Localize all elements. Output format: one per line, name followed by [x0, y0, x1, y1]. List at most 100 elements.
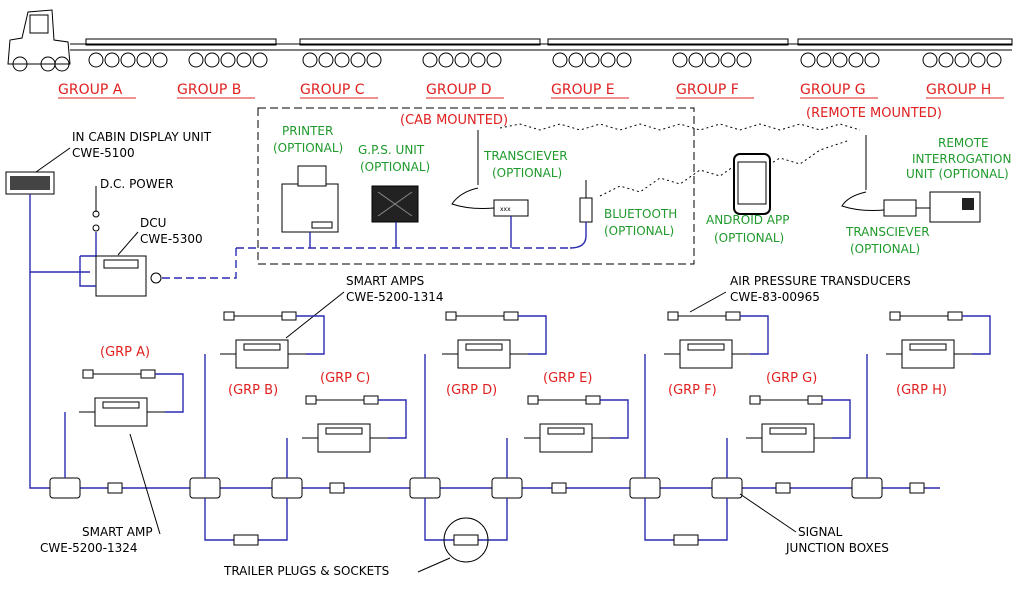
remote-label-1: REMOTE: [938, 136, 989, 150]
junction-box: [409, 477, 441, 499]
trailer-socket: [453, 534, 479, 546]
wheel: [470, 52, 486, 68]
wheel: [970, 52, 986, 68]
wheel: [120, 52, 136, 68]
transciever2-label: TRANSCIEVER: [845, 225, 930, 239]
transducer-icon: [749, 395, 761, 405]
wheel: [922, 52, 938, 68]
svg-text:xxx: xxx: [500, 206, 511, 213]
in-cabin-display-code: CWE-5100: [72, 146, 135, 160]
wheel: [938, 52, 954, 68]
android-optional: (OPTIONAL): [714, 231, 784, 245]
group-label-d: GROUP D: [426, 82, 492, 98]
wheel: [848, 52, 864, 68]
smart-amps-code: CWE-5200-1314: [346, 290, 444, 304]
smart-amp-e: [524, 395, 629, 453]
transducer-icon: [223, 311, 235, 321]
remote-transciever-icon: [841, 135, 981, 223]
printer-icon: [281, 165, 339, 233]
group-label-b: GROUP B: [177, 82, 241, 98]
transducer-icon: [889, 311, 901, 321]
remote-mounted-label: (REMOTE MOUNTED): [806, 106, 942, 121]
trailer-plug: [551, 482, 567, 494]
trailer-plug: [329, 482, 345, 494]
grp-label-c: (GRP C): [320, 371, 370, 386]
smart-amps-label: SMART AMPS: [346, 274, 424, 288]
wheel: [688, 52, 704, 68]
grp-label-e: (GRP E): [543, 371, 592, 386]
trailer-plug: [775, 482, 791, 494]
wheel: [204, 52, 220, 68]
bluetooth-antenna-icon: [579, 180, 593, 223]
in-cabin-display-label: IN CABIN DISPLAY UNIT: [72, 130, 212, 144]
wheel: [350, 52, 366, 68]
grp-labels: (GRP A)(GRP B)(GRP C)(GRP D)(GRP E)(GRP …: [100, 345, 947, 398]
wheel: [88, 52, 104, 68]
junction-box: [49, 477, 81, 499]
grp-label-a: (GRP A): [100, 345, 150, 360]
transducer-icon: [305, 395, 317, 405]
wheel: [800, 52, 816, 68]
transducer-icon: [527, 395, 539, 405]
smart-amp-group: [79, 311, 991, 453]
grp-label-f: (GRP F): [668, 383, 717, 398]
wheel: [302, 52, 318, 68]
wheel: [704, 52, 720, 68]
wheel: [568, 52, 584, 68]
wheel: [486, 52, 502, 68]
wheel: [136, 52, 152, 68]
radio-link-android: [599, 139, 851, 197]
wheel: [720, 52, 736, 68]
group-label-h: GROUP H: [926, 82, 991, 98]
wheel: [318, 52, 334, 68]
trailer-plug: [909, 482, 925, 494]
road-train-drawing: [7, 9, 1013, 72]
wheel: [816, 52, 832, 68]
wheel: [220, 52, 236, 68]
smart-amp-label: SMART AMP: [82, 525, 153, 539]
transducer-icon: [82, 369, 94, 379]
wheel: [832, 52, 848, 68]
wheel: [188, 52, 204, 68]
wheel: [152, 52, 168, 68]
junction-box: [271, 477, 303, 499]
gps-optional: (OPTIONAL): [360, 160, 430, 174]
gps-icon: [371, 185, 419, 223]
wheel: [616, 52, 632, 68]
bluetooth-optional: (OPTIONAL): [604, 224, 674, 238]
trailer-plugs-label: TRAILER PLUGS & SOCKETS: [223, 564, 389, 578]
gps-label: G.P.S. UNIT: [358, 143, 425, 157]
cab-mounted-label: (CAB MOUNTED): [400, 113, 508, 128]
wheel: [986, 52, 1002, 68]
wheel: [736, 52, 752, 68]
group-label-e: GROUP E: [551, 82, 615, 98]
wheel: [422, 52, 438, 68]
radio-link-top: [499, 123, 861, 131]
wheel: [334, 52, 350, 68]
wheel: [864, 52, 880, 68]
trailer-socket: [233, 534, 259, 546]
android-label: ANDROID APP: [706, 213, 789, 227]
wheel: [552, 52, 568, 68]
group-label-c: GROUP C: [300, 82, 365, 98]
wheel: [584, 52, 600, 68]
transciever2-optional: (OPTIONAL): [850, 242, 920, 256]
transducer-icon: [667, 311, 679, 321]
wheel: [104, 52, 120, 68]
printer-label: PRINTER: [282, 124, 333, 138]
grp-label-b: (GRP B): [228, 383, 278, 398]
transducer-icon: [445, 311, 457, 321]
grp-label-h: (GRP H): [896, 383, 947, 398]
remote-label-2: INTERROGATION: [912, 152, 1011, 166]
trailer-wheels: [88, 52, 1002, 68]
junction-boxes-label: JUNCTION BOXES: [785, 541, 889, 555]
group-label-a: GROUP A: [58, 82, 123, 98]
smart-amp-code: CWE-5200-1324: [40, 541, 138, 555]
group-labels: GROUP A GROUP B GROUP C GROUP D GROUP E GROUP…: [58, 82, 1004, 99]
smart-amp-c: [302, 395, 407, 453]
wheel: [438, 52, 454, 68]
smart-amp-a: [79, 369, 184, 427]
trailer-socket: [673, 534, 699, 546]
